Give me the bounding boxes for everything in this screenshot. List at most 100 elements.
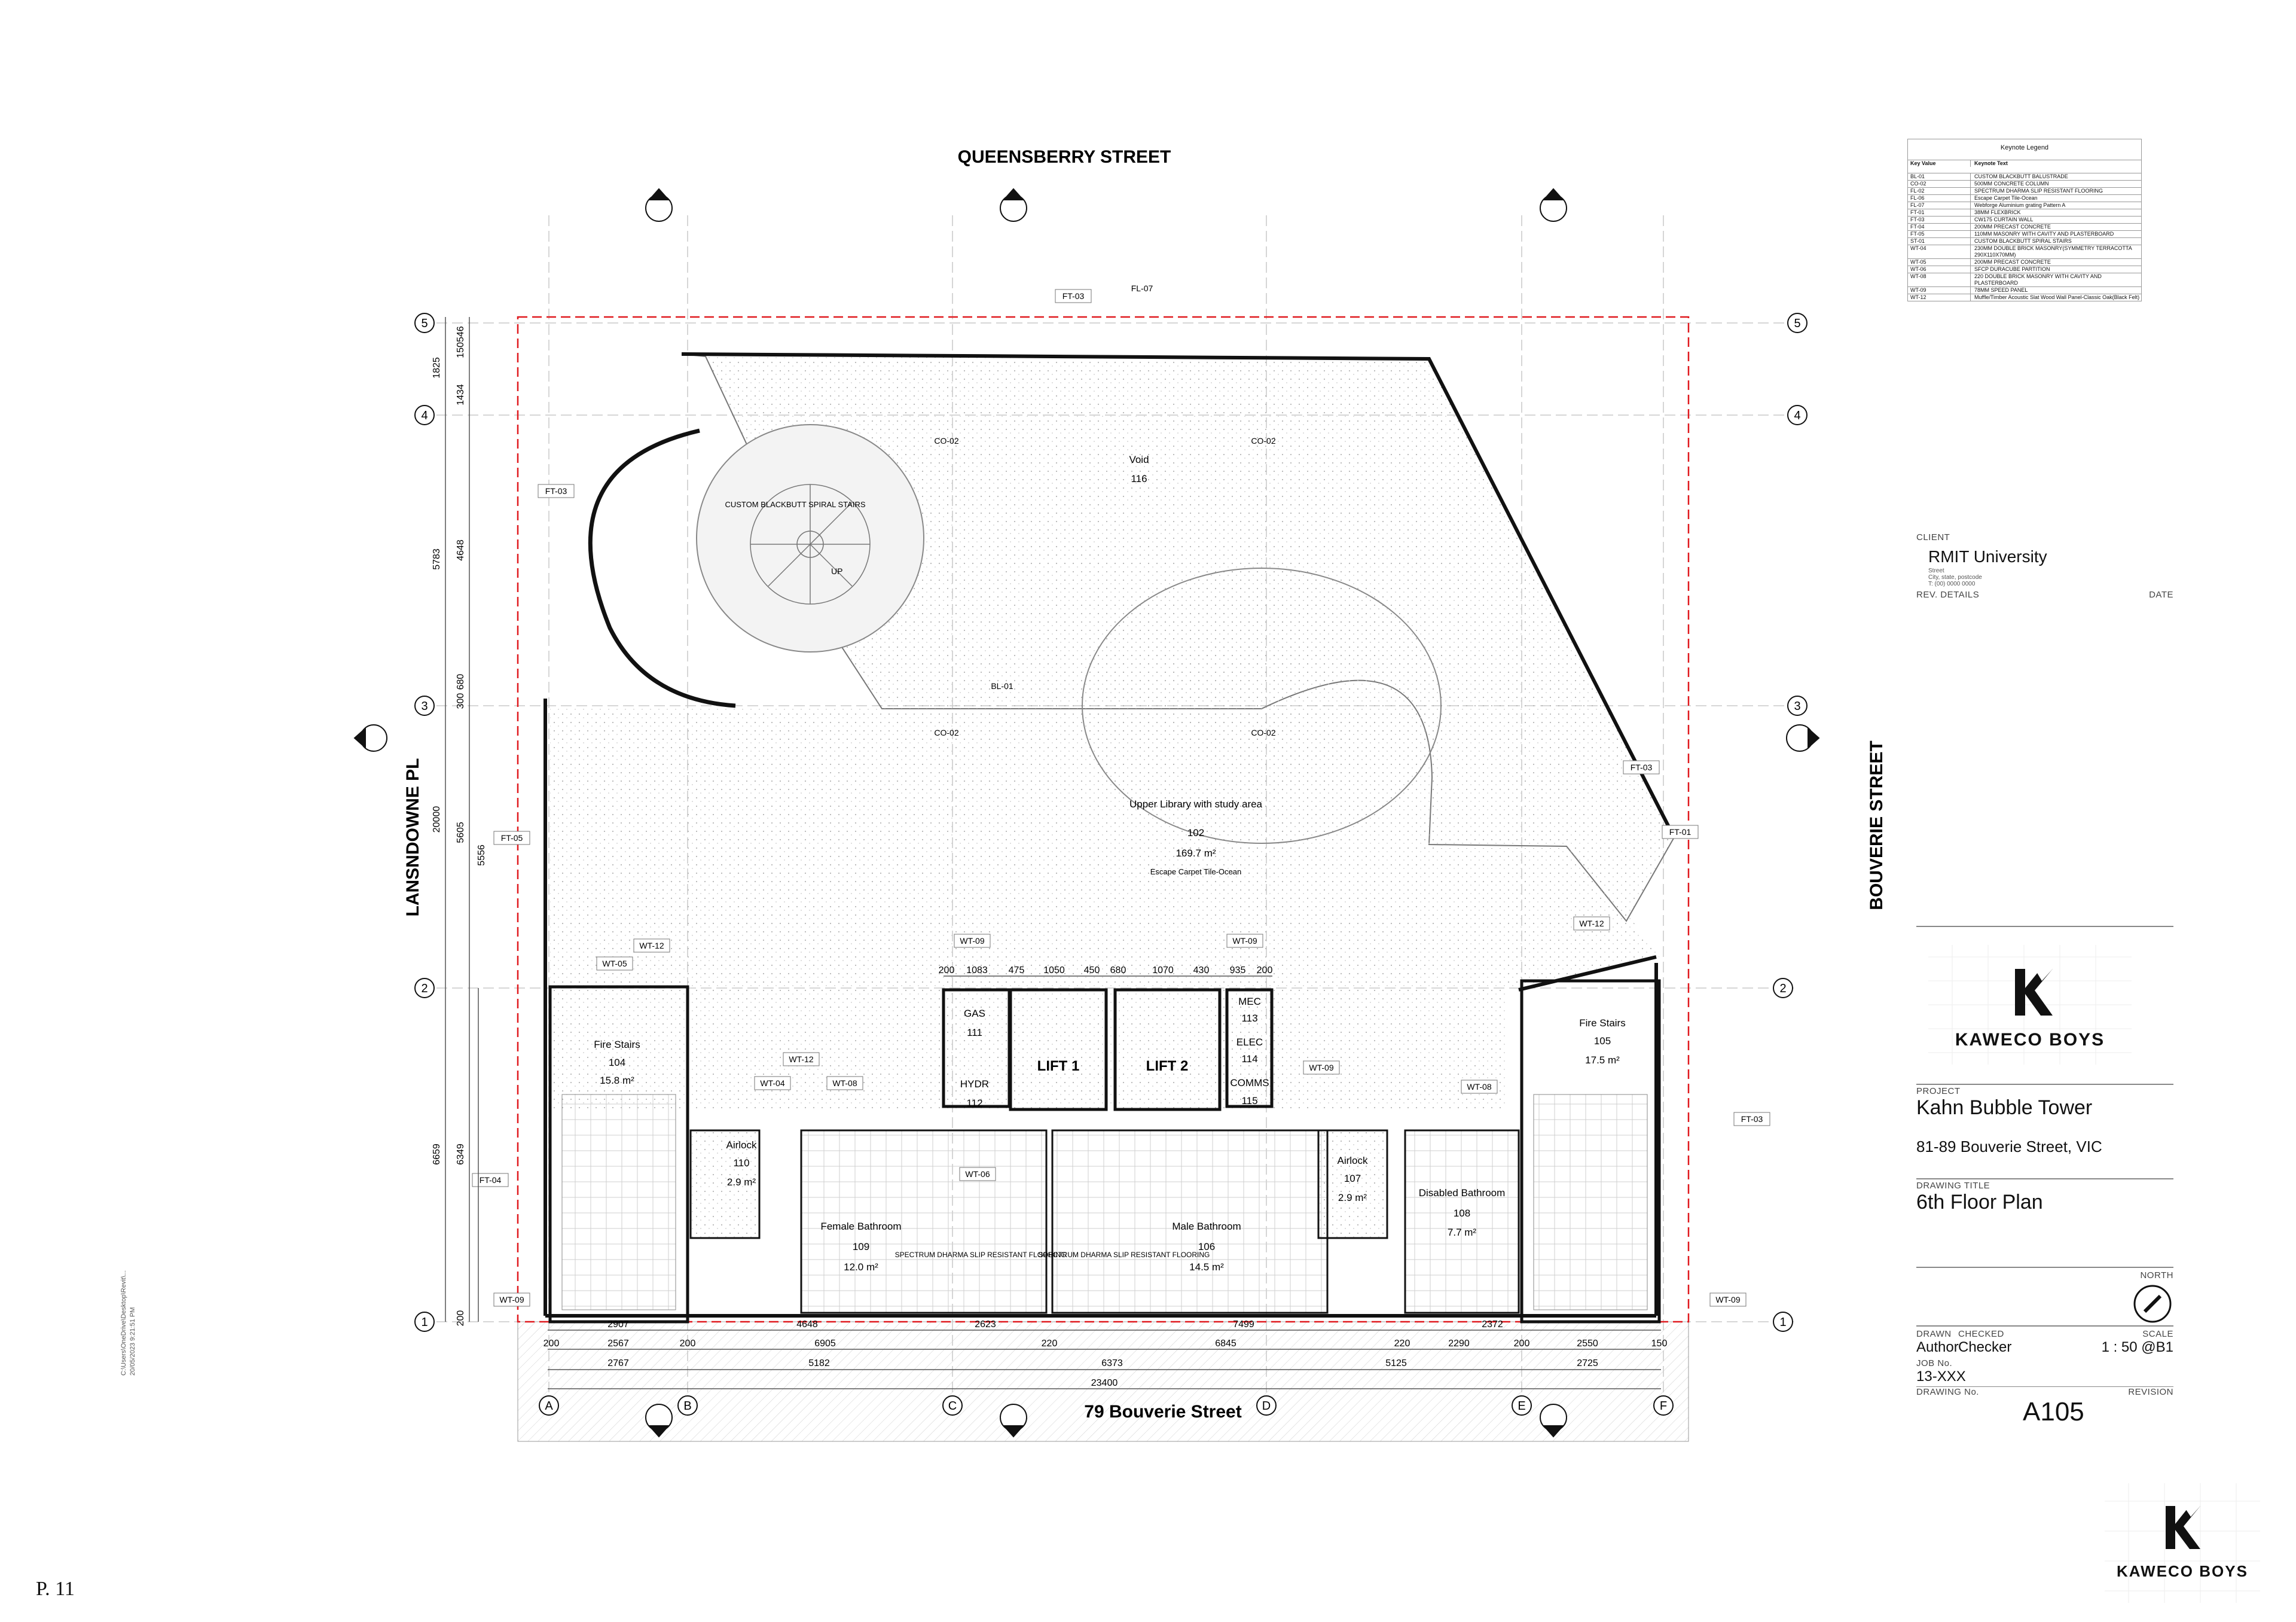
kaweco-corner-logo-icon	[2105, 1483, 2260, 1603]
keynote-text: 220 DOUBLE BRICK MASONRY WITH CAVITY AND…	[1974, 273, 2102, 286]
dim-core-680: 680	[1110, 965, 1126, 975]
dim-bottom-150: 150	[1651, 1339, 1668, 1349]
library-floor-note: Escape Carpet Tile-Ocean	[1150, 867, 1241, 876]
dim-left-5556: 5556	[477, 844, 487, 866]
brand-logo-main: KAWECO BOYS	[1928, 945, 2132, 1065]
keynote-key: FT-01	[1908, 209, 1971, 216]
dim-core-430: 430	[1193, 965, 1210, 975]
grid-bubbles-bottom: A B C D E F	[539, 1395, 1674, 1416]
grid-row-1-left: 1	[421, 1316, 428, 1329]
drawing-title-label: DRAWING TITLE	[1916, 1181, 1990, 1191]
tag-ft-05: FT-05	[501, 833, 523, 843]
project-block: PROJECT Kahn Bubble Tower 81-89 Bouverie…	[1916, 1086, 2173, 1156]
spiral-stair-up: UP	[831, 566, 842, 576]
drawing-title: 6th Floor Plan	[1916, 1191, 2043, 1214]
keynote-text: 110MM MASONRY WITH CAVITY AND PLASTERBOA…	[1974, 231, 2114, 237]
library-bubble	[1082, 568, 1442, 844]
street-left: LANSNDOWNE PL	[403, 758, 423, 917]
drawing-details-block: DRAWN Author CHECKED Checker SCALE 1 : 5…	[1916, 1329, 2173, 1427]
scale-value: 1 : 50 @B1	[2101, 1339, 2173, 1355]
drawing-no-value: A105	[2023, 1397, 2084, 1426]
tag-wt-06: WT-06	[965, 1169, 990, 1179]
library-name: Upper Library with study area	[1129, 798, 1263, 810]
tag-wt-04: WT-04	[760, 1078, 784, 1088]
keynote-text: CUSTOM BLACKBUTT SPIRAL STAIRS	[1974, 238, 2072, 244]
grid-col-c: C	[948, 1400, 957, 1413]
tag-wt-09-core: WT-09	[960, 936, 984, 946]
dim-left-1825: 1825	[432, 357, 442, 379]
keynote-key: FL-06	[1908, 195, 1971, 202]
keynote-key: WT-12	[1908, 294, 1971, 301]
dim-core-1050: 1050	[1043, 965, 1065, 975]
dim-bottom-7499: 7499	[1233, 1319, 1254, 1330]
dim-bottom-6905: 6905	[814, 1339, 836, 1349]
keynote-key: WT-06	[1908, 266, 1971, 273]
tag-wt-12-core: WT-12	[789, 1054, 813, 1064]
dim-core-200-a: 200	[939, 965, 955, 975]
dim-core-1083: 1083	[966, 965, 988, 975]
client-city: City, state, postcode	[1928, 574, 1982, 581]
checked-label: CHECKED	[1958, 1329, 2004, 1339]
grid-row-3-left: 3	[421, 700, 428, 713]
mec-number: 113	[1241, 1013, 1257, 1024]
gas-name: GAS	[964, 1008, 985, 1019]
project-label: PROJECT	[1916, 1086, 1961, 1096]
grid-row-2-right: 2	[1779, 982, 1786, 995]
dim-bottom-6845: 6845	[1215, 1339, 1236, 1349]
drawn-value: Author	[1916, 1339, 1959, 1355]
service-core	[548, 979, 1661, 1324]
dim-bottom-2767: 2767	[607, 1358, 629, 1368]
dim-bottom-2725: 2725	[1577, 1358, 1598, 1368]
client-street: Street	[1928, 568, 1944, 574]
tag-co-02-b: CO-02	[1251, 436, 1275, 446]
dim-bottom-5182: 5182	[808, 1358, 830, 1368]
dim-left-1434: 1434	[456, 384, 466, 406]
disabled-bathroom-name: Disabled Bathroom	[1419, 1187, 1506, 1199]
disabled-bathroom-floor	[1404, 1129, 1520, 1314]
dim-left-5783: 5783	[432, 548, 442, 570]
tag-fl-07: FL-07	[1131, 283, 1153, 293]
dim-core-1070: 1070	[1152, 965, 1174, 975]
dim-bottom-4648: 4648	[796, 1319, 818, 1330]
project-name: Kahn Bubble Tower	[1916, 1096, 2093, 1119]
checked-value: Checker	[1958, 1339, 2012, 1355]
west-stair-flights	[561, 1094, 676, 1310]
keynote-key: WT-04	[1908, 245, 1971, 258]
grid-row-5-left: 5	[421, 317, 428, 330]
grid-col-b: B	[683, 1400, 691, 1413]
dim-bottom-200-b: 200	[680, 1339, 696, 1349]
grid-col-a: A	[545, 1400, 553, 1413]
airlock-east-number: 107	[1344, 1173, 1361, 1184]
airlock-west-name: Airlock	[726, 1139, 757, 1151]
keynote-text: 200MM PRECAST CONCRETE	[1974, 224, 2051, 230]
fire-stairs-east-name: Fire Stairs	[1579, 1017, 1625, 1029]
tag-wt-09-west: WT-09	[499, 1295, 524, 1304]
kaweco-logo-icon	[1928, 945, 2132, 1065]
dim-bottom-2623: 2623	[975, 1319, 996, 1330]
keynote-key: BL-01	[1908, 173, 1971, 180]
gas-number: 111	[967, 1027, 982, 1038]
project-address: 81-89 Bouverie Street, VIC	[1916, 1138, 2102, 1155]
dim-core-475: 475	[1009, 965, 1025, 975]
keynote-key: WT-05	[1908, 259, 1971, 266]
grid-bubbles-left: 5 4 3 2 1	[414, 313, 435, 1332]
keynote-text: SFCP DURACUBE PARTITION	[1974, 266, 2050, 272]
dim-bottom-6373: 6373	[1101, 1358, 1123, 1368]
tag-wt-09-mec: WT-09	[1232, 936, 1257, 946]
dim-left-150546: 150546	[456, 326, 466, 358]
void-number: 116	[1131, 473, 1147, 484]
grid-row-4-left: 4	[421, 409, 428, 422]
fire-stairs-east-number: 105	[1594, 1035, 1611, 1047]
room-labels: Void 116 CUSTOM BLACKBUTT SPIRAL STAIRS …	[594, 454, 1625, 1273]
keynote-key: FT-03	[1908, 217, 1971, 223]
street-bottom: 79 Bouverie Street	[1084, 1402, 1241, 1422]
keynote-legend-key-header: Key Value	[1908, 160, 1971, 167]
